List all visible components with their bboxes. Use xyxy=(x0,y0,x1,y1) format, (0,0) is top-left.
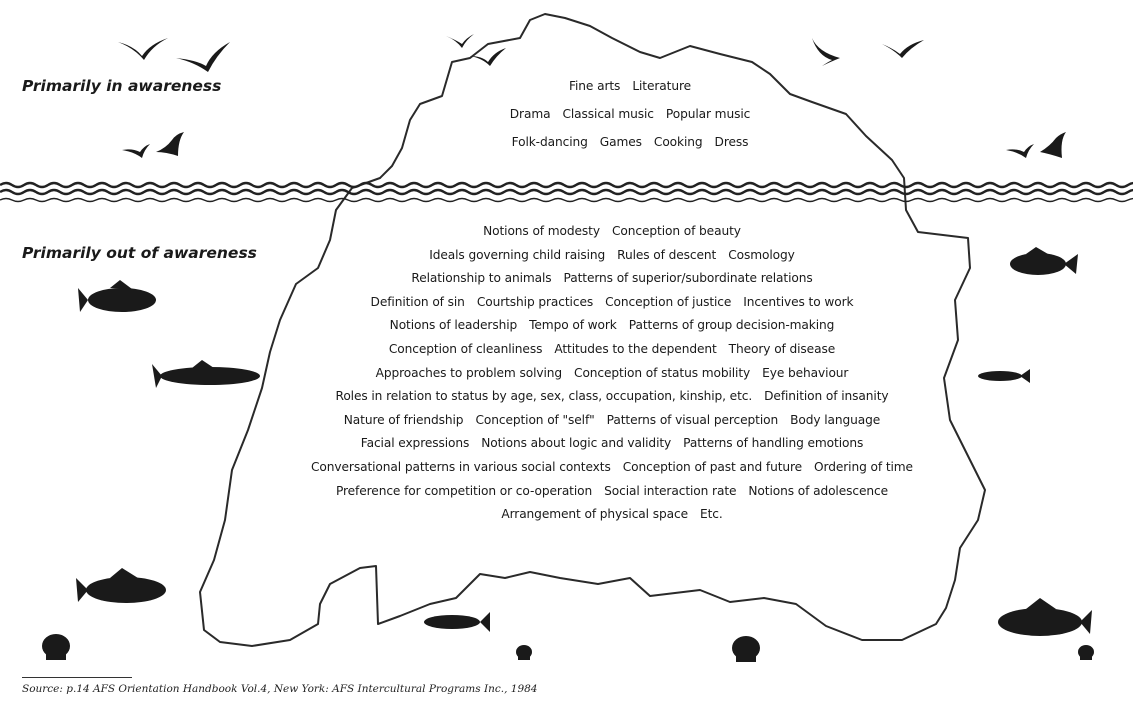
jellyfish-icon xyxy=(516,645,532,660)
item-row: Notions of leadership Tempo of work Patter… xyxy=(162,318,1062,332)
culture-item: Conception of status mobility xyxy=(574,365,751,380)
item-row: Nature of friendship Conception of "self"… xyxy=(162,413,1062,427)
jellyfish-icon xyxy=(1078,645,1094,660)
culture-item: Literature xyxy=(632,79,691,93)
culture-item: Incentives to work xyxy=(743,294,854,309)
item-row: Arrangement of physical space Etc. xyxy=(162,507,1062,521)
fish-icon xyxy=(76,568,166,603)
water-line xyxy=(0,181,1133,203)
culture-item: Conception of "self" xyxy=(475,412,595,427)
bird-icon xyxy=(1040,132,1066,158)
item-row: Drama Classical music Popular music xyxy=(180,107,1080,121)
item-row: Notions of modesty Conception of beauty xyxy=(162,224,1062,238)
culture-item: Approaches to problem solving xyxy=(375,365,563,380)
bird-icon xyxy=(446,34,474,48)
culture-item: Body language xyxy=(790,412,881,427)
birds xyxy=(118,34,1066,158)
bird-icon xyxy=(812,38,840,66)
culture-item: Games xyxy=(599,135,642,149)
item-row: Conversational patterns in various socia… xyxy=(162,460,1062,474)
culture-item: Conception of justice xyxy=(605,294,732,309)
culture-item: Drama xyxy=(509,107,551,121)
item-row: Conception of cleanliness Attitudes to th… xyxy=(162,342,1062,356)
bird-icon xyxy=(1006,144,1034,158)
item-row: Ideals governing child raising Rules of d… xyxy=(162,248,1062,262)
bird-icon xyxy=(156,132,184,156)
jellyfish-icon xyxy=(42,634,70,660)
culture-item: Facial expressions xyxy=(360,436,470,451)
culture-item: Cosmology xyxy=(728,247,795,262)
culture-item: Ordering of time xyxy=(814,460,913,474)
culture-item: Roles in relation to status by age, sex,… xyxy=(335,389,753,404)
culture-item: Arrangement of physical space xyxy=(501,507,688,522)
culture-item: Fine arts xyxy=(568,79,621,93)
culture-item: Etc. xyxy=(699,507,723,522)
bird-icon xyxy=(118,38,168,60)
sea-creatures xyxy=(42,634,1094,662)
bird-icon xyxy=(122,144,150,158)
culture-item: Notions of adolescence xyxy=(748,483,888,498)
bird-icon xyxy=(176,42,230,72)
culture-item: Patterns of visual perception xyxy=(606,412,779,427)
culture-item: Classical music xyxy=(562,107,654,121)
item-row: Roles in relation to status by age, sex,… xyxy=(162,389,1062,403)
item-row: Folk-dancing Games Cooking Dress xyxy=(180,135,1080,149)
culture-item: Rules of descent xyxy=(617,247,717,262)
label-out-of-awareness: Primarily out of awareness xyxy=(22,244,257,262)
culture-item: Patterns of superior/subordinate relatio… xyxy=(563,271,813,286)
culture-item: Patterns of group decision-making xyxy=(628,318,835,333)
fish-icon xyxy=(152,360,260,388)
culture-item: Definition of insanity xyxy=(764,389,889,404)
fish xyxy=(76,247,1092,636)
fish-icon xyxy=(424,612,490,632)
fish-icon xyxy=(978,369,1030,383)
item-row: Relationship to animals Patterns of super… xyxy=(162,271,1062,285)
culture-item: Ideals governing child raising xyxy=(429,247,606,262)
fish-icon xyxy=(998,598,1092,636)
culture-item: Notions of leadership xyxy=(389,318,518,333)
culture-item: Relationship to animals xyxy=(411,271,552,286)
culture-item: Conception of cleanliness xyxy=(388,342,543,356)
item-row: Approaches to problem solving Conception … xyxy=(162,366,1062,380)
culture-item: Courtship practices xyxy=(476,294,594,309)
bird-icon xyxy=(470,48,506,66)
item-row: Definition of sin Courtship practices Conc… xyxy=(162,295,1062,309)
iceberg-outline xyxy=(199,13,986,647)
label-in-awareness: Primarily in awareness xyxy=(22,77,222,95)
culture-item: Notions about logic and validity xyxy=(481,436,672,451)
source-citation: Source: p.14 AFS Orientation Handbook Vo… xyxy=(22,683,538,695)
culture-item: Preference for competition or co-operati… xyxy=(335,483,593,498)
jellyfish-icon xyxy=(732,636,760,662)
culture-item: Eye behaviour xyxy=(762,365,849,380)
culture-item: Definition of sin xyxy=(370,294,465,309)
culture-item: Popular music xyxy=(665,107,751,121)
culture-item: Conversational patterns in various socia… xyxy=(311,460,611,474)
culture-item: Folk-dancing xyxy=(511,135,588,149)
culture-item: Social interaction rate xyxy=(604,483,737,498)
culture-item: Conception of past and future xyxy=(622,460,803,474)
bird-icon xyxy=(882,40,924,58)
source-divider xyxy=(22,677,132,678)
culture-item: Cooking xyxy=(653,135,703,149)
culture-item: Theory of disease xyxy=(728,342,836,356)
item-row: Fine arts Literature xyxy=(180,79,1080,93)
culture-item: Tempo of work xyxy=(529,318,617,333)
fish-icon xyxy=(78,280,156,312)
culture-item: Dress xyxy=(714,135,749,149)
culture-item: Notions of modesty xyxy=(483,224,600,238)
item-row: Facial expressions Notions about logic an… xyxy=(162,436,1062,450)
culture-item: Attitudes to the dependent xyxy=(554,342,717,356)
culture-item: Nature of friendship xyxy=(343,412,464,427)
culture-item: Conception of beauty xyxy=(611,224,741,238)
item-row: Preference for competition or co-operati… xyxy=(162,484,1062,498)
culture-item: Patterns of handling emotions xyxy=(683,436,864,451)
fish-icon xyxy=(1010,247,1078,275)
